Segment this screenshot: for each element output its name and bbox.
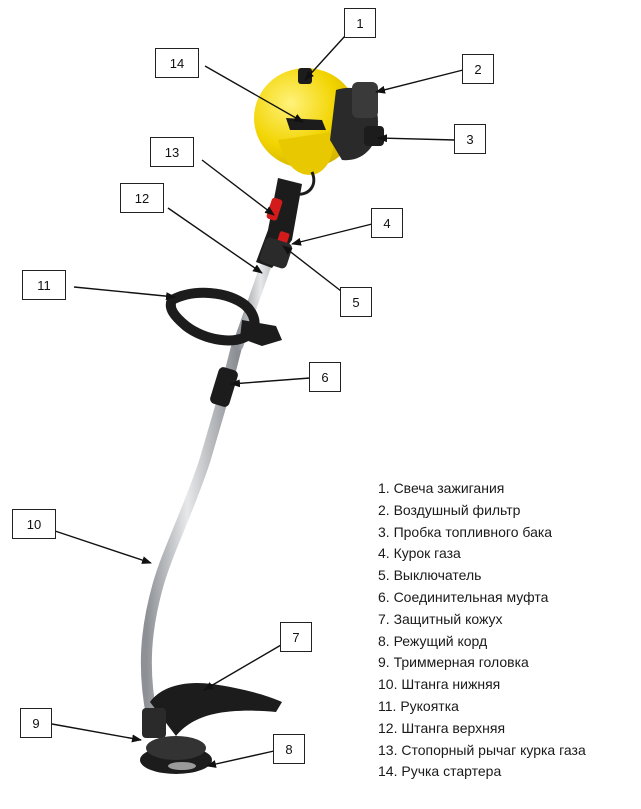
legend-item: 14. Ручка стартера	[378, 763, 502, 780]
callout-1: 1	[344, 8, 376, 38]
callout-10: 10	[12, 509, 56, 539]
leader-4	[291, 223, 373, 246]
trimmer-gearbox	[142, 708, 166, 738]
fuel-cap	[364, 126, 384, 146]
callout-6: 6	[309, 362, 341, 392]
callout-12: 12	[120, 183, 164, 213]
leader-5	[282, 245, 342, 292]
parts-legend: 1. Свеча зажигания 2. Воздушный фильтр 3…	[378, 478, 586, 783]
leader-7	[203, 644, 282, 691]
leader-10	[51, 529, 152, 564]
legend-item: 2. Воздушный фильтр	[378, 501, 521, 518]
coupling-sleeve	[210, 367, 238, 407]
callout-4: 4	[371, 208, 403, 238]
legend-item: 4. Курок газа	[378, 545, 461, 562]
leader-1	[304, 35, 346, 81]
switch-body	[259, 237, 293, 269]
safety-guard	[150, 682, 282, 736]
legend-item: 11. Рукоятка	[378, 697, 459, 714]
leader-3	[377, 134, 456, 143]
callout-7: 7	[280, 622, 312, 652]
leader-2	[375, 69, 464, 94]
engine-lower	[278, 132, 334, 175]
legend-item: 1. Свеча зажигания	[378, 480, 505, 496]
legend-item: 8. Режущий корд	[378, 632, 488, 649]
callout-3: 3	[454, 124, 486, 154]
trimmer-head-top	[146, 736, 206, 760]
leader-6	[230, 377, 311, 388]
leader-11	[73, 286, 176, 301]
legend-item: 6. Соединительная муфта	[378, 588, 549, 605]
callout-2: 2	[462, 54, 494, 84]
callout-11: 11	[22, 270, 66, 300]
leader-13	[201, 159, 275, 216]
air-filter	[352, 82, 378, 118]
legend-item: 10. Штанга нижняя	[378, 676, 501, 693]
legend-item: 5. Выключатель	[378, 567, 482, 584]
legend-item: 13. Стопорный рычаг курка газа	[378, 741, 586, 758]
legend-item: 9. Триммерная головка	[378, 654, 529, 671]
cutting-line	[168, 762, 196, 770]
handle-clamp	[240, 320, 282, 346]
leader-14	[204, 65, 304, 123]
leader-lines	[51, 35, 464, 768]
engine-cable	[295, 171, 316, 196]
callout-9: 9	[20, 708, 52, 738]
legend-item: 12. Штанга верхняя	[378, 719, 506, 736]
spark-plug-cap	[298, 68, 312, 84]
leader-9	[51, 723, 142, 743]
callout-13: 13	[150, 137, 194, 167]
legend-item: 7. Защитный кожух	[378, 610, 503, 627]
callout-8: 8	[273, 734, 305, 764]
leader-8	[206, 750, 275, 768]
callout-14: 14	[155, 48, 199, 78]
legend-item: 3. Пробка топливного бака	[378, 523, 553, 540]
callout-5: 5	[340, 287, 372, 317]
leader-12	[167, 207, 263, 274]
lower-shaft	[140, 339, 243, 724]
